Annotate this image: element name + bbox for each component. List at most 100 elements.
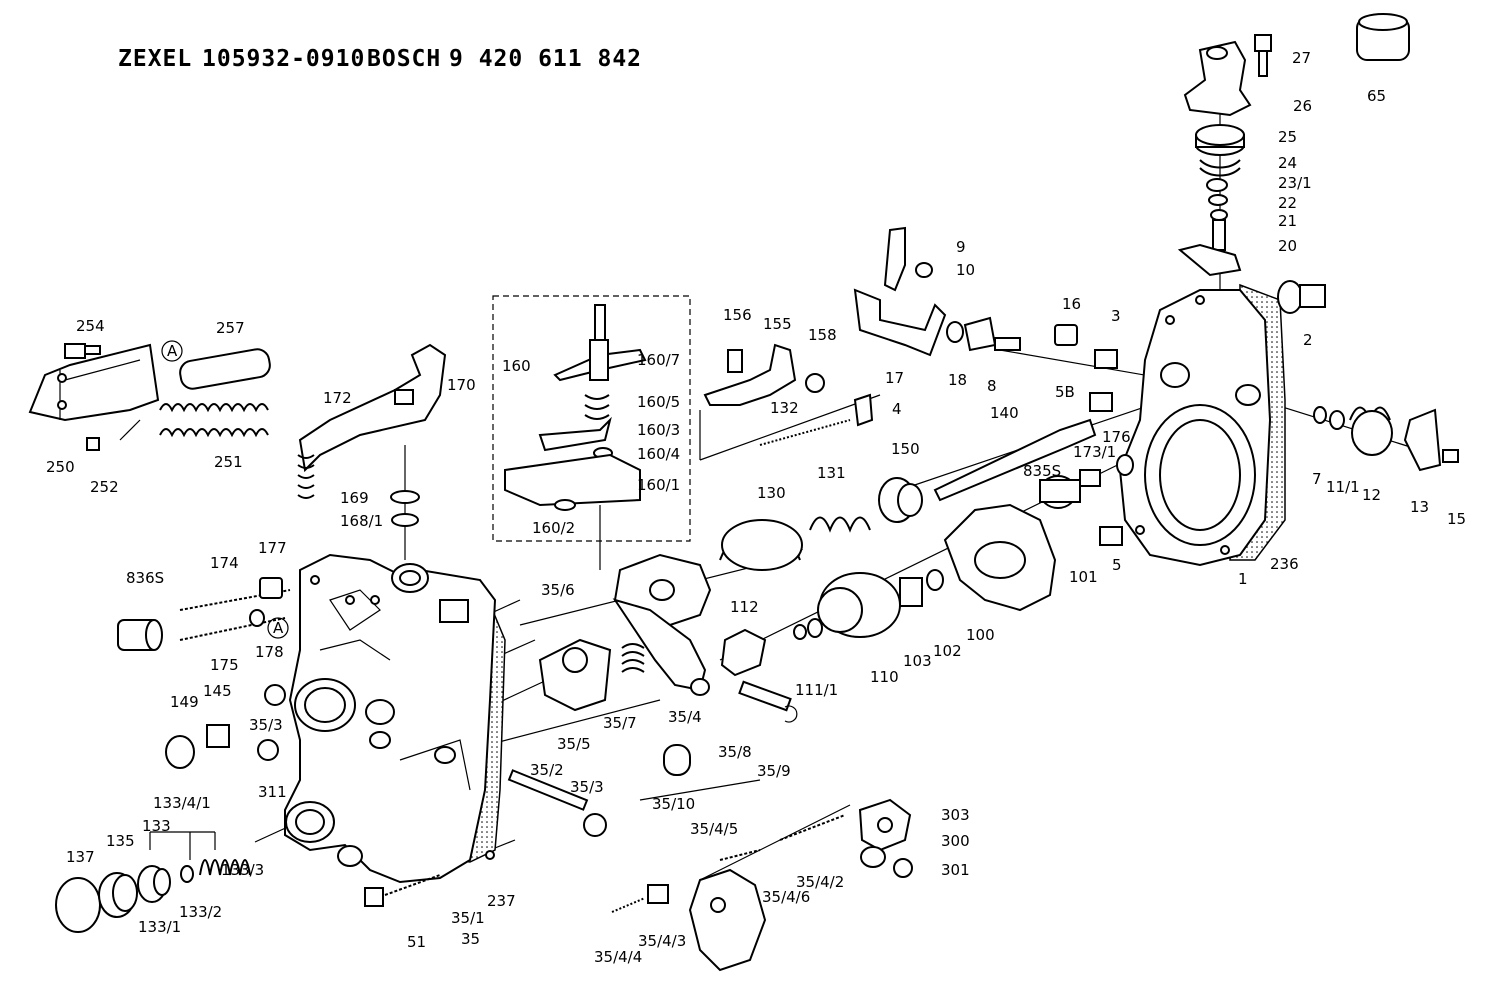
- label-9: 9: [956, 238, 966, 256]
- label-11-1: 11/1: [1326, 478, 1360, 496]
- label-7: 7: [1312, 470, 1322, 488]
- label-35: 35: [461, 930, 480, 948]
- label-100: 100: [966, 626, 995, 644]
- label-17: 17: [885, 369, 904, 387]
- lever-17-group: [853, 226, 1021, 357]
- label-150: 150: [891, 440, 920, 458]
- label-35-10: 35/10: [652, 795, 695, 813]
- governor-weights-group: [720, 475, 1081, 677]
- label-132: 132: [770, 399, 799, 417]
- shaft-140-group: [719, 418, 1097, 571]
- label-35-4-6: 35/4/6: [762, 888, 810, 906]
- governor-lever-160: [504, 304, 647, 511]
- label-35-9: 35/9: [757, 762, 791, 780]
- lever-35-group: [165, 553, 798, 837]
- label-158: 158: [808, 326, 837, 344]
- label-133-3: 133/3: [221, 861, 264, 879]
- label-2: 2: [1303, 331, 1313, 349]
- label-835s: 835S: [1023, 462, 1061, 480]
- label-101: 101: [1069, 568, 1098, 586]
- label-a-1: A: [167, 342, 178, 360]
- label-160-3: 160/3: [637, 421, 680, 439]
- label-24: 24: [1278, 154, 1297, 172]
- label-5b: 5B: [1055, 383, 1075, 401]
- pump-housing-35: [284, 553, 506, 884]
- label-169: 169: [340, 489, 369, 507]
- label-35-8: 35/8: [718, 743, 752, 761]
- label-160-7: 160/7: [637, 351, 680, 369]
- label-26: 26: [1293, 97, 1312, 115]
- label-1: 1: [1238, 570, 1248, 588]
- label-21: 21: [1278, 212, 1297, 230]
- label-25: 25: [1278, 128, 1297, 146]
- label-27: 27: [1292, 49, 1311, 67]
- bosch-label: BOSCH: [367, 46, 442, 72]
- label-160: 160: [502, 357, 531, 375]
- label-160-5: 160/5: [637, 393, 680, 411]
- label-15: 15: [1447, 510, 1466, 528]
- label-12: 12: [1362, 486, 1381, 504]
- label-20: 20: [1278, 237, 1297, 255]
- label-156: 156: [723, 306, 752, 324]
- adjuster-screws-group: [117, 577, 291, 651]
- label-35-4-5: 35/4/5: [690, 820, 738, 838]
- label-35-6: 35/6: [541, 581, 575, 599]
- bottom-parts-group: [364, 798, 913, 972]
- label-135: 135: [106, 832, 135, 850]
- label-133: 133: [142, 817, 171, 835]
- label-102: 102: [933, 642, 962, 660]
- label-10: 10: [956, 261, 975, 279]
- label-254: 254: [76, 317, 105, 335]
- end-housing-1: [1118, 283, 1286, 567]
- label-16: 16: [1062, 295, 1081, 313]
- bracket-250-group: [28, 340, 271, 451]
- label-173-1: 173/1: [1073, 443, 1116, 461]
- label-8: 8: [987, 377, 997, 395]
- label-236: 236: [1270, 555, 1299, 573]
- lever-26: [1183, 40, 1252, 117]
- label-111-1: 111/1: [795, 681, 838, 699]
- label-131: 131: [817, 464, 846, 482]
- label-250: 250: [46, 458, 75, 476]
- label-110: 110: [870, 668, 899, 686]
- label-172: 172: [323, 389, 352, 407]
- label-65: 65: [1367, 87, 1386, 105]
- label-3: 3: [1111, 307, 1121, 325]
- label-133-2: 133/2: [179, 903, 222, 921]
- label-257: 257: [216, 319, 245, 337]
- label-174: 174: [210, 554, 239, 572]
- label-35-1: 35/1: [451, 909, 485, 927]
- label-35-3-b: 35/3: [570, 778, 604, 796]
- label-5: 5: [1112, 556, 1122, 574]
- label-13: 13: [1410, 498, 1429, 516]
- label-133-1: 133/1: [138, 918, 181, 936]
- label-145: 145: [203, 682, 232, 700]
- label-168-1: 168/1: [340, 512, 383, 530]
- label-176: 176: [1102, 428, 1131, 446]
- label-155: 155: [763, 315, 792, 333]
- label-35-4: 35/4: [668, 708, 702, 726]
- lever-assembly-top: [1177, 13, 1410, 277]
- bosch-part-number: 9 420 611 842: [449, 46, 643, 72]
- group-160-box: [492, 295, 691, 542]
- label-103: 103: [903, 652, 932, 670]
- zexel-part-number: 105932-0910: [202, 46, 366, 72]
- label-237: 237: [487, 892, 516, 910]
- lever-170: [297, 343, 447, 527]
- part-labels: 27 65 26 25 24 23/1 22 21 20 9 10 2 16 3…: [46, 49, 1466, 966]
- label-35-2: 35/2: [530, 761, 564, 779]
- label-130: 130: [757, 484, 786, 502]
- label-35-5: 35/5: [557, 735, 591, 753]
- label-251: 251: [214, 453, 243, 471]
- label-18: 18: [948, 371, 967, 389]
- label-300: 300: [941, 832, 970, 850]
- label-178: 178: [255, 643, 284, 661]
- label-4: 4: [892, 400, 902, 418]
- label-35-4-4: 35/4/4: [594, 948, 642, 966]
- label-112: 112: [730, 598, 759, 616]
- label-140: 140: [990, 404, 1019, 422]
- label-160-1: 160/1: [637, 476, 680, 494]
- label-149: 149: [170, 693, 199, 711]
- label-303: 303: [941, 806, 970, 824]
